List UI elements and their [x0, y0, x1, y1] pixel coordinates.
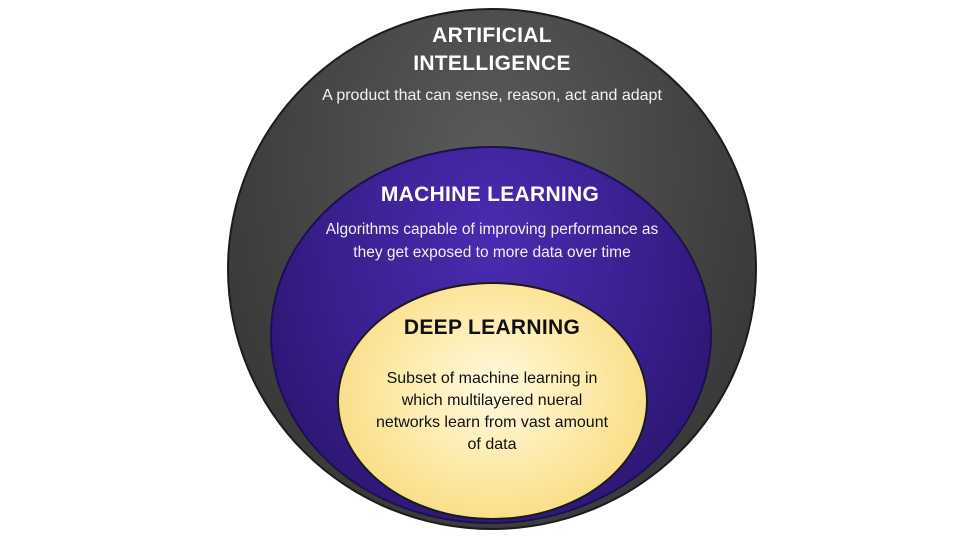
deep-learning-ellipse	[337, 282, 648, 520]
machine-learning-title: MACHINE LEARNING	[380, 183, 600, 206]
machine-learning-description: Algorithms capable of improving performa…	[325, 221, 659, 261]
deep-learning-description: Subset of machine learning in which mult…	[375, 370, 609, 453]
artificial-intelligence-description: A product that can sense, reason, act an…	[322, 87, 662, 104]
deep-learning-title: DEEP LEARNING	[403, 316, 581, 339]
artificial-intelligence-title: ARTIFICIAL INTELLIGENCE	[413, 24, 571, 75]
